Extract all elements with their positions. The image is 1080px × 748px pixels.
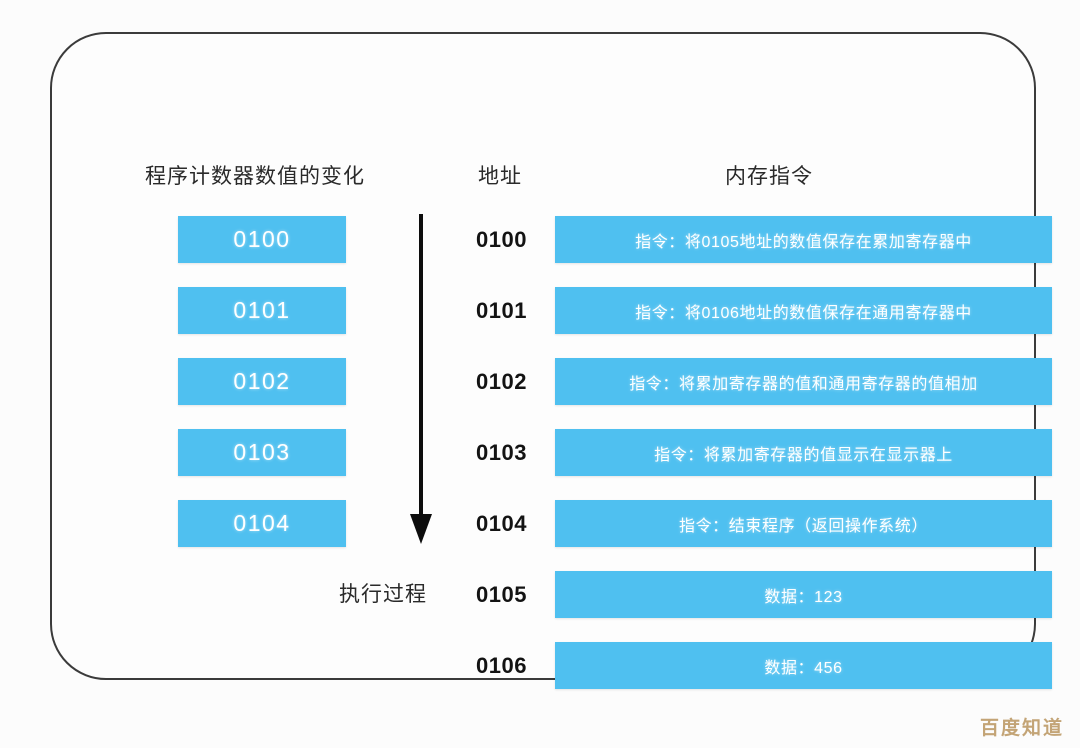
execution-process-label: 执行过程	[339, 583, 427, 606]
memory-table: 0100 指令：将0105地址的数值保存在累加寄存器中 0101 指令：将010…	[476, 216, 1052, 713]
memory-content-cell: 数据：456	[555, 642, 1052, 689]
table-row: 0106 数据：456	[476, 642, 1052, 689]
down-arrow-icon	[410, 214, 432, 544]
memory-content-cell: 指令：将0105地址的数值保存在累加寄存器中	[555, 216, 1052, 263]
program-counter-column: 0100 0101 0102 0103 0104	[178, 216, 346, 571]
memory-content-cell: 指令：将0106地址的数值保存在通用寄存器中	[555, 287, 1052, 334]
memory-address: 0105	[476, 581, 527, 607]
memory-content-cell: 指令：将累加寄存器的值和通用寄存器的值相加	[555, 358, 1052, 405]
memory-content-cell: 指令：将累加寄存器的值显示在显示器上	[555, 429, 1052, 476]
memory-content-text: 指令：结束程序（返回操作系统）	[678, 517, 928, 535]
memory-content-text: 指令：将累加寄存器的值和通用寄存器的值相加	[629, 375, 978, 393]
table-row: 0102 指令：将累加寄存器的值和通用寄存器的值相加	[476, 358, 1052, 405]
column-header-address: 地址	[478, 165, 522, 188]
memory-address: 0104	[476, 510, 527, 536]
memory-address: 0100	[476, 226, 527, 252]
memory-address: 0106	[476, 652, 527, 678]
column-header-memory-instruction: 内存指令	[725, 165, 813, 188]
table-row: 0103 指令：将累加寄存器的值显示在显示器上	[476, 429, 1052, 476]
table-row: 0105 数据：123	[476, 571, 1052, 618]
watermark: 百度知道	[979, 718, 1064, 739]
program-counter-box: 0101	[178, 287, 346, 334]
memory-address: 0102	[476, 368, 527, 394]
memory-content-cell: 数据：123	[555, 571, 1052, 618]
program-counter-value: 0102	[233, 368, 291, 394]
memory-content-text: 数据：123	[764, 588, 843, 606]
program-counter-value: 0104	[233, 510, 291, 536]
program-counter-value: 0101	[233, 297, 291, 323]
program-counter-box: 0100	[178, 216, 346, 263]
diagram-card: 程序计数器数值的变化 地址 内存指令 0100 0101 0102 0103 0…	[50, 32, 1052, 689]
program-counter-box: 0102	[178, 358, 346, 405]
program-counter-value: 0100	[233, 226, 291, 252]
memory-content-text: 指令：将累加寄存器的值显示在显示器上	[654, 446, 953, 464]
memory-content-text: 数据：456	[764, 659, 843, 677]
memory-address: 0103	[476, 439, 527, 465]
table-row: 0100 指令：将0105地址的数值保存在累加寄存器中	[476, 216, 1052, 263]
column-header-program-counter: 程序计数器数值的变化	[145, 165, 365, 188]
memory-content-text: 指令：将0105地址的数值保存在累加寄存器中	[635, 233, 972, 251]
memory-address: 0101	[476, 297, 527, 323]
program-counter-box: 0103	[178, 429, 346, 476]
program-counter-value: 0103	[233, 439, 291, 465]
memory-content-cell: 指令：结束程序（返回操作系统）	[555, 500, 1052, 547]
program-counter-box: 0104	[178, 500, 346, 547]
table-row: 0101 指令：将0106地址的数值保存在通用寄存器中	[476, 287, 1052, 334]
memory-content-text: 指令：将0106地址的数值保存在通用寄存器中	[635, 304, 972, 322]
table-row: 0104 指令：结束程序（返回操作系统）	[476, 500, 1052, 547]
